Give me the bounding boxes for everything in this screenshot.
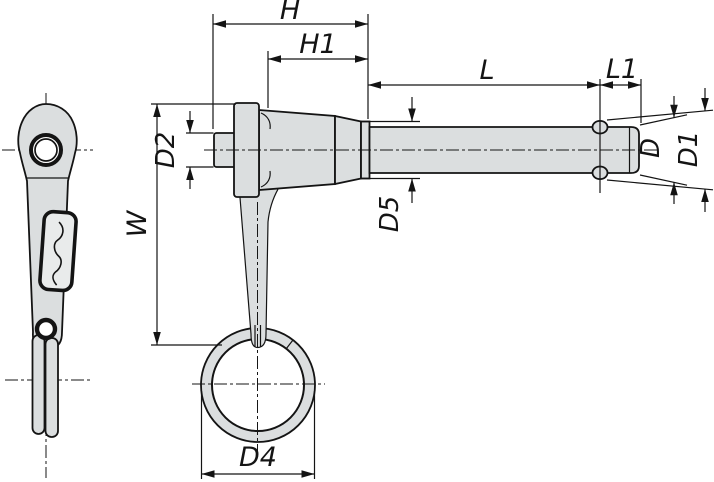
handle-arm-slot: [254, 325, 262, 347]
dim-h-label: H: [280, 0, 300, 26]
dim-d1-ext-top: [606, 109, 714, 121]
side-view: [2, 93, 93, 478]
dim-d5-label: D5: [375, 196, 405, 233]
dim-d-label: D: [636, 138, 666, 158]
dim-d1-ext-bottom: [606, 179, 714, 191]
ring-hole: [34, 317, 58, 341]
fillet-bottom: [260, 170, 271, 188]
dim-l: L: [368, 55, 601, 193]
dim-d-ext-top: [639, 114, 688, 126]
dim-d5: D5: [362, 97, 420, 232]
dim-d1-label: D1: [674, 131, 704, 168]
brand-logo-script: [52, 221, 64, 286]
main-view: [192, 102, 658, 455]
handle-arm-fill: [240, 189, 278, 348]
pull-ring-split: [285, 339, 294, 350]
dim-w-label: W: [122, 209, 153, 237]
dim-d-ext-bottom: [639, 174, 688, 186]
split-ring-side-left: [31, 334, 46, 435]
dim-d4-label: D4: [239, 442, 277, 473]
dim-h1: H1: [267, 29, 368, 108]
brand-logo: [38, 209, 78, 293]
dim-l1: L1: [600, 54, 642, 123]
split-ring-side-right: [44, 337, 59, 438]
dim-d2: D2: [151, 111, 214, 189]
fillet-top: [260, 112, 271, 130]
dim-d2-label: D2: [151, 132, 181, 169]
dim-l1-label: L1: [606, 54, 638, 85]
dim-d4: D4: [200, 391, 316, 479]
dimensions: H H1 L L1 W D2: [122, 0, 714, 479]
brand-logo-plate: [38, 209, 78, 293]
pin-shank: [368, 126, 640, 174]
dim-l-label: L: [479, 55, 494, 86]
dim-h1-label: H1: [299, 29, 336, 60]
dim-w: W: [122, 103, 236, 346]
dim-h: H: [212, 0, 369, 129]
handle-arm-outline: [239, 188, 279, 349]
dim-d1: D1: [606, 88, 714, 212]
pivot-hole-inner: [34, 138, 58, 162]
